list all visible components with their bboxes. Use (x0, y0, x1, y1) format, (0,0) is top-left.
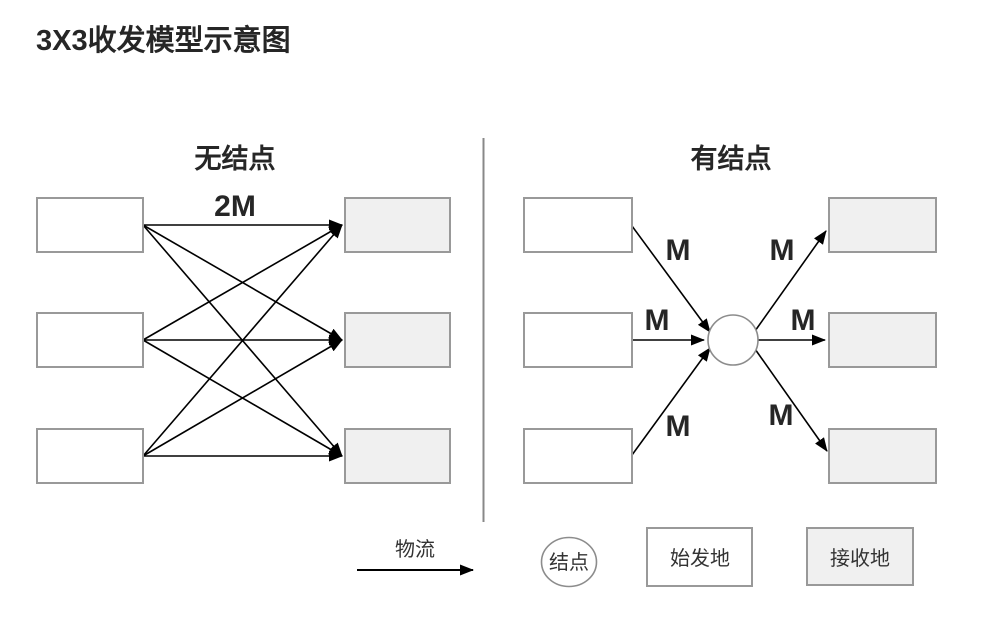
legend-receiver-label: 接收地 (830, 547, 890, 570)
inbound-edge-label: M (666, 234, 691, 267)
flow-arrow (142, 339, 343, 457)
receiver-box (344, 197, 451, 253)
right-section-header: 有结点 (691, 144, 772, 174)
legend-origin-label: 始发地 (670, 547, 730, 570)
legend-flow-label: 物流 (395, 538, 435, 561)
right-section: 有结点 M M M M M M (523, 144, 937, 484)
origin-box (36, 197, 144, 253)
left-origin-boxes (36, 197, 144, 484)
outbound-edge-label: M (791, 304, 816, 337)
right-edge-labels: M M M M M M (645, 234, 816, 443)
flow-arrow (754, 230, 827, 332)
right-inbound-arrows (631, 225, 711, 456)
left-edge-label: 2M (214, 190, 256, 223)
origin-box (523, 428, 633, 484)
inbound-edge-label: M (666, 410, 691, 443)
origin-box (36, 428, 144, 484)
origin-box (523, 312, 633, 368)
receiver-box (344, 428, 451, 484)
legend-node-circle (540, 536, 598, 588)
flow-arrow (754, 348, 828, 452)
flow-arrow (631, 225, 711, 333)
right-receiver-boxes (828, 197, 937, 484)
left-mesh-arrows (142, 219, 343, 462)
legend-node-label: 结点 (549, 551, 589, 574)
flow-arrow (142, 224, 343, 341)
right-origin-boxes (523, 197, 633, 484)
receiver-box (344, 312, 451, 368)
legend-origin-box (646, 527, 753, 587)
receiver-box (828, 428, 937, 484)
left-receiver-boxes (344, 197, 451, 484)
legend-receiver-box (806, 527, 914, 586)
outbound-edge-label: M (769, 399, 794, 432)
inbound-edge-label: M (645, 304, 670, 337)
right-outbound-arrows (754, 230, 828, 452)
receiver-box (828, 312, 937, 368)
flow-arrow (142, 224, 343, 457)
receiver-box (828, 197, 937, 253)
legend: 物流 结点 始发地 接收地 (357, 527, 914, 588)
hub-node-circle (707, 314, 759, 366)
origin-box (36, 312, 144, 368)
flow-arrow (631, 347, 711, 456)
origin-box (523, 197, 633, 253)
page-title: 3X3收发模型示意图 (36, 23, 291, 57)
left-section-header: 无结点 (195, 144, 276, 174)
left-section: 无结点 2M (36, 144, 451, 484)
outbound-edge-label: M (770, 234, 795, 267)
